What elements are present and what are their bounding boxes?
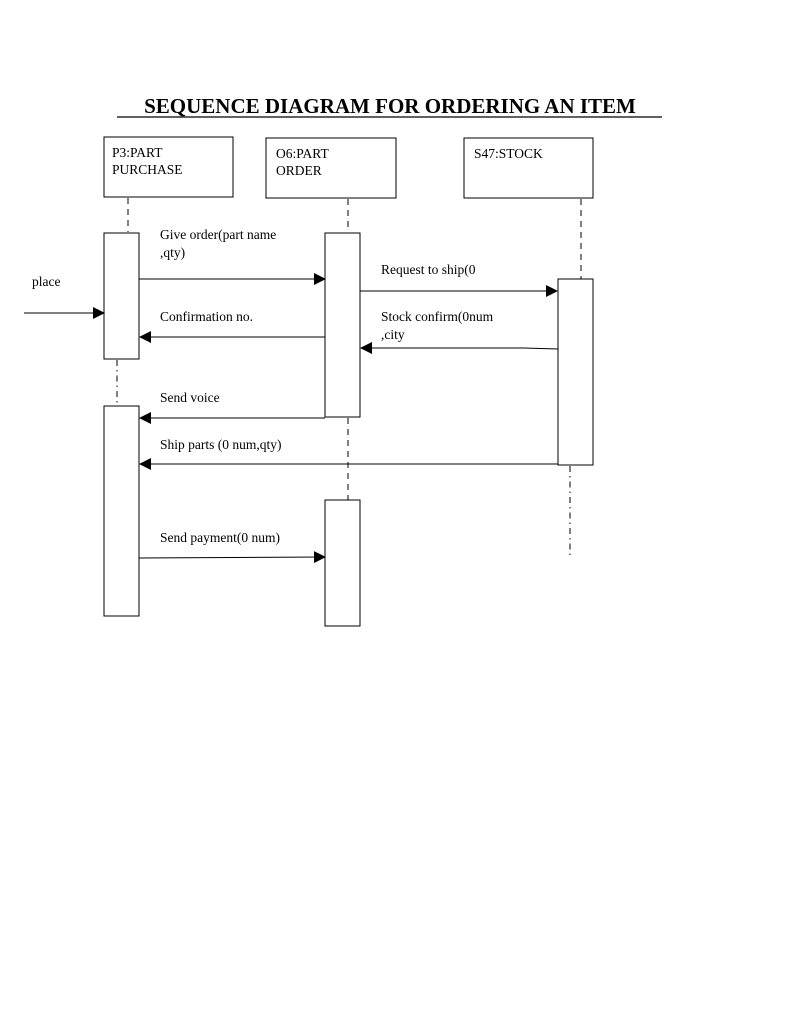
diagram-title: SEQUENCE DIAGRAM FOR ORDERING AN ITEM <box>144 94 636 118</box>
activation-part-order-1 <box>324 232 361 418</box>
object-part-order: O6:PART ORDER <box>265 137 397 199</box>
message-place-label: place <box>32 274 60 289</box>
message-confirmation-label: Confirmation no. <box>160 309 253 324</box>
message-send-voice-label: Send voice <box>160 390 220 405</box>
message-stock-confirm-tail <box>523 347 559 350</box>
message-give-order-label-1: Give order(part name <box>160 227 276 242</box>
message-send-payment-label: Send payment(0 num) <box>160 530 280 545</box>
activation-part-order-2 <box>324 499 361 627</box>
object-part-order-name: O6:PART <box>276 146 329 161</box>
object-part-purchase-type: PURCHASE <box>112 162 183 177</box>
message-give-order-label-2: ,qty) <box>160 245 185 260</box>
object-part-purchase-name: P3:PART <box>112 145 163 160</box>
message-request-ship-label: Request to ship(0 <box>381 262 476 277</box>
activation-stock <box>557 278 594 466</box>
object-stock: S47:STOCK <box>463 137 594 199</box>
object-part-purchase: P3:PART PURCHASE <box>103 136 234 198</box>
message-stock-confirm-label-2: ,city <box>381 327 405 342</box>
message-send-payment-arrow <box>138 551 326 564</box>
message-stock-confirm-label-1: Stock confirm(0num <box>381 309 494 324</box>
activation-part-purchase-2 <box>103 405 140 617</box>
object-part-order-type: ORDER <box>276 163 322 178</box>
message-ship-parts-label: Ship parts (0 num,qty) <box>160 437 282 452</box>
object-stock-name: S47:STOCK <box>474 146 543 161</box>
activation-part-purchase-1 <box>103 232 140 360</box>
